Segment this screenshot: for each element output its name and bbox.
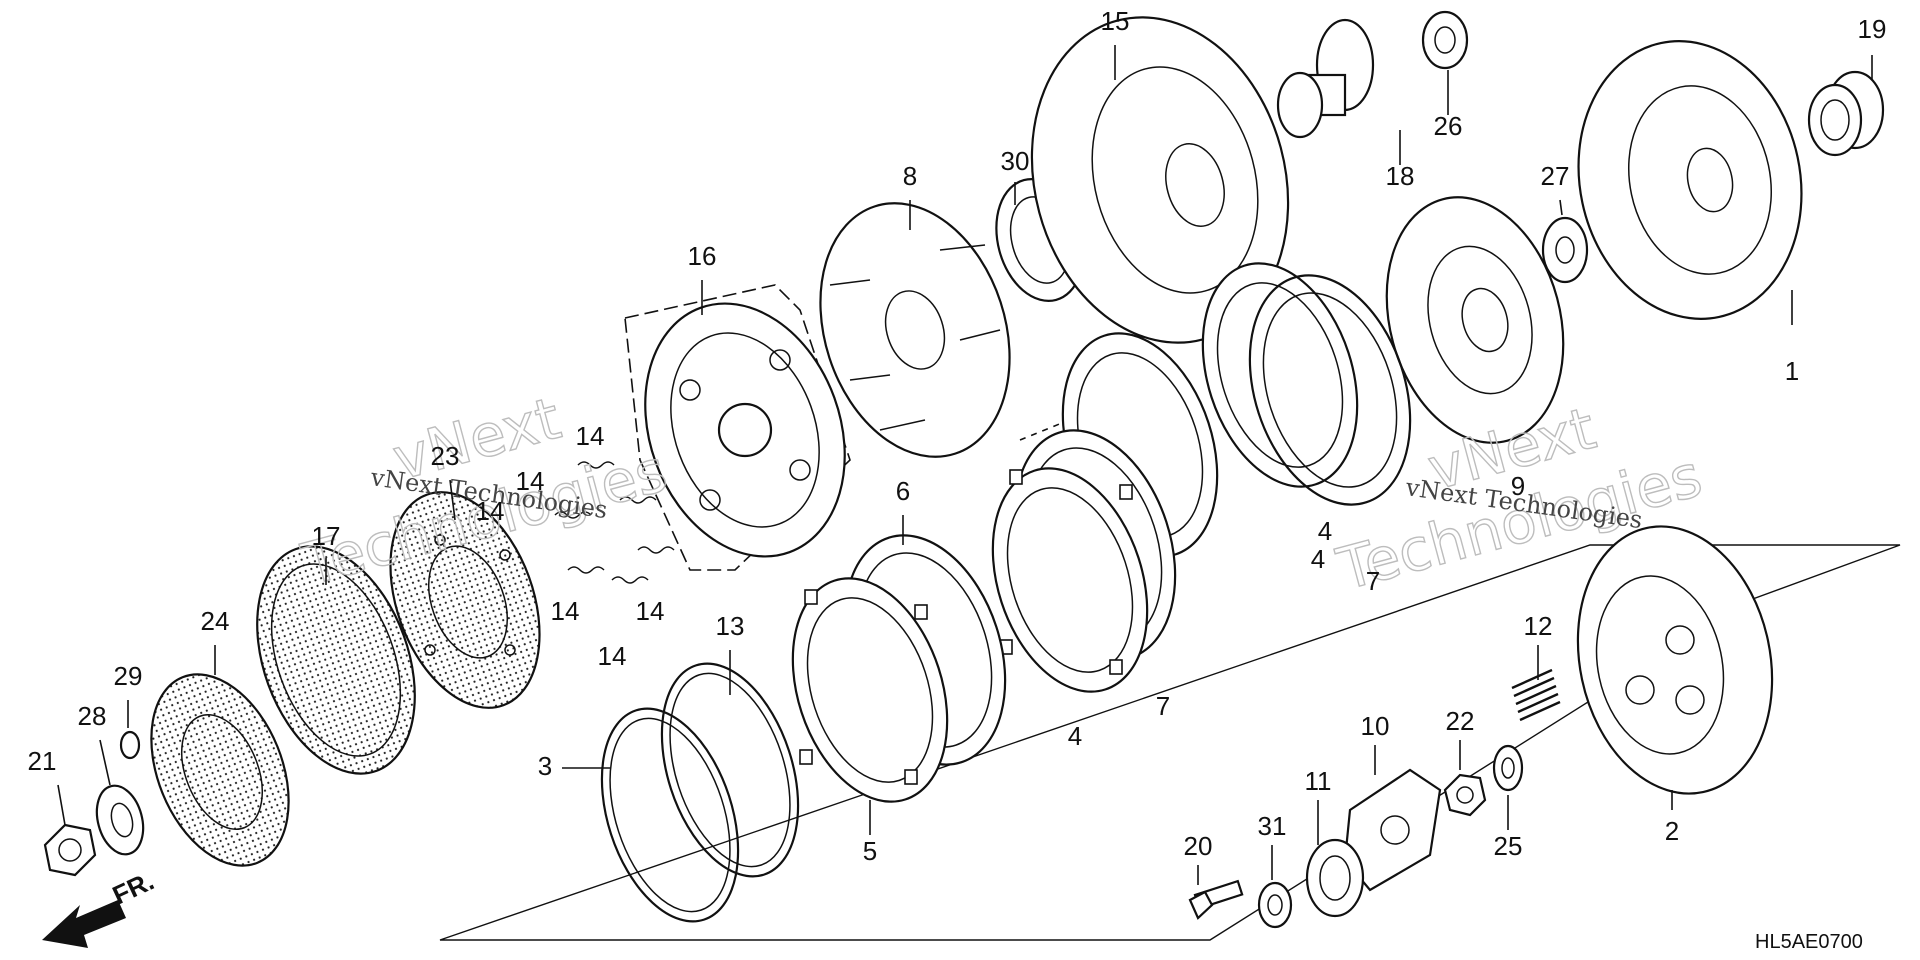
part-7-clutch-plate-a[interactable] <box>1222 255 1438 526</box>
callout-22[interactable]: 22 <box>1446 706 1475 736</box>
callout-24[interactable]: 24 <box>201 606 230 636</box>
part-3-o-ring[interactable] <box>577 691 763 939</box>
callout-23[interactable]: 23 <box>431 441 460 471</box>
callout-15[interactable]: 15 <box>1101 6 1130 36</box>
callout-19[interactable]: 19 <box>1858 14 1887 44</box>
part-9-clutch-center[interactable] <box>1361 177 1590 462</box>
leader-line-21 <box>57 784 66 826</box>
callout-11[interactable]: 11 <box>1305 766 1332 796</box>
callout-14-4[interactable]: 14 <box>551 596 580 626</box>
part-5-friction-disc[interactable] <box>766 558 974 821</box>
part-4-friction-disc-c[interactable] <box>966 448 1174 711</box>
callout-3[interactable]: 3 <box>538 751 552 781</box>
callout-30[interactable]: 30 <box>1001 146 1030 176</box>
part-16-clutch-weight-assembly[interactable] <box>611 275 878 584</box>
part-26-thrust-washer[interactable] <box>1421 10 1469 70</box>
part-21-nut[interactable] <box>43 823 97 877</box>
part-14-springs[interactable] <box>554 461 675 584</box>
part-31-bearing[interactable] <box>1257 881 1293 929</box>
callout-7-2[interactable]: 7 <box>1366 566 1380 596</box>
callout-6[interactable]: 6 <box>896 476 910 506</box>
front-direction-arrow: FR. <box>42 866 159 948</box>
callout-27[interactable]: 27 <box>1541 161 1570 191</box>
callout-13[interactable]: 13 <box>716 611 745 641</box>
part-29-lock-washer[interactable] <box>119 730 141 760</box>
part-17-friction-ring[interactable] <box>228 524 444 795</box>
assembly-guide-outline <box>439 544 1901 941</box>
part-4-friction-disc-a[interactable] <box>1176 243 1384 506</box>
callout-31[interactable]: 31 <box>1258 811 1287 841</box>
callout-4-3[interactable]: 4 <box>1311 544 1325 574</box>
callout-7-1[interactable]: 7 <box>1156 691 1170 721</box>
part-27-washer[interactable] <box>1541 216 1589 284</box>
callout-14-1[interactable]: 14 <box>576 421 605 451</box>
part-20-bolt[interactable] <box>1188 879 1244 920</box>
callout-29[interactable]: 29 <box>114 661 143 691</box>
callout-28[interactable]: 28 <box>78 701 107 731</box>
part-12-clutch-spring[interactable] <box>1511 668 1561 722</box>
part-11-bearing-holder[interactable] <box>1305 838 1365 918</box>
part-19-collar[interactable] <box>1807 70 1885 157</box>
callout-5[interactable]: 5 <box>863 836 877 866</box>
callout-14-2[interactable]: 14 <box>516 466 545 496</box>
callout-10[interactable]: 10 <box>1361 711 1390 741</box>
part-23-drive-plate[interactable] <box>363 471 567 728</box>
callout-16[interactable]: 16 <box>688 241 717 271</box>
callout-1[interactable]: 1 <box>1785 356 1799 386</box>
part-2-pressure-plate[interactable] <box>1554 508 1796 812</box>
callout-14-3[interactable]: 14 <box>476 496 505 526</box>
callout-4-2[interactable]: 4 <box>1318 516 1332 546</box>
callout-12[interactable]: 12 <box>1524 611 1553 641</box>
leader-line-23 <box>449 479 456 521</box>
leader-line-28 <box>99 739 111 786</box>
part-8-drive-plate[interactable] <box>789 179 1041 482</box>
part-1-clutch-outer[interactable] <box>1553 20 1826 340</box>
callout-14-5[interactable]: 14 <box>636 596 665 626</box>
callout-25[interactable]: 25 <box>1494 831 1523 861</box>
callout-9[interactable]: 9 <box>1511 471 1525 501</box>
part-22-nut[interactable] <box>1443 773 1487 817</box>
callout-8[interactable]: 8 <box>903 161 917 191</box>
callout-21[interactable]: 21 <box>28 746 57 776</box>
part-24-plate[interactable] <box>125 654 315 886</box>
part-18-primary-gear[interactable] <box>1276 18 1375 139</box>
callout-18[interactable]: 18 <box>1386 161 1415 191</box>
callout-20[interactable]: 20 <box>1184 831 1213 861</box>
part-25-washer[interactable] <box>1492 744 1524 792</box>
callout-2[interactable]: 2 <box>1665 816 1679 846</box>
callout-17[interactable]: 17 <box>312 521 341 551</box>
callout-4-1[interactable]: 4 <box>1068 721 1082 751</box>
part-13-o-ring[interactable] <box>637 646 823 894</box>
part-28-washer[interactable] <box>90 780 151 859</box>
callout-26[interactable]: 26 <box>1434 111 1463 141</box>
drawing-code: HL5AE0700 <box>1755 931 1863 953</box>
leader-line-27 <box>1559 199 1563 216</box>
callout-14-6[interactable]: 14 <box>598 641 627 671</box>
